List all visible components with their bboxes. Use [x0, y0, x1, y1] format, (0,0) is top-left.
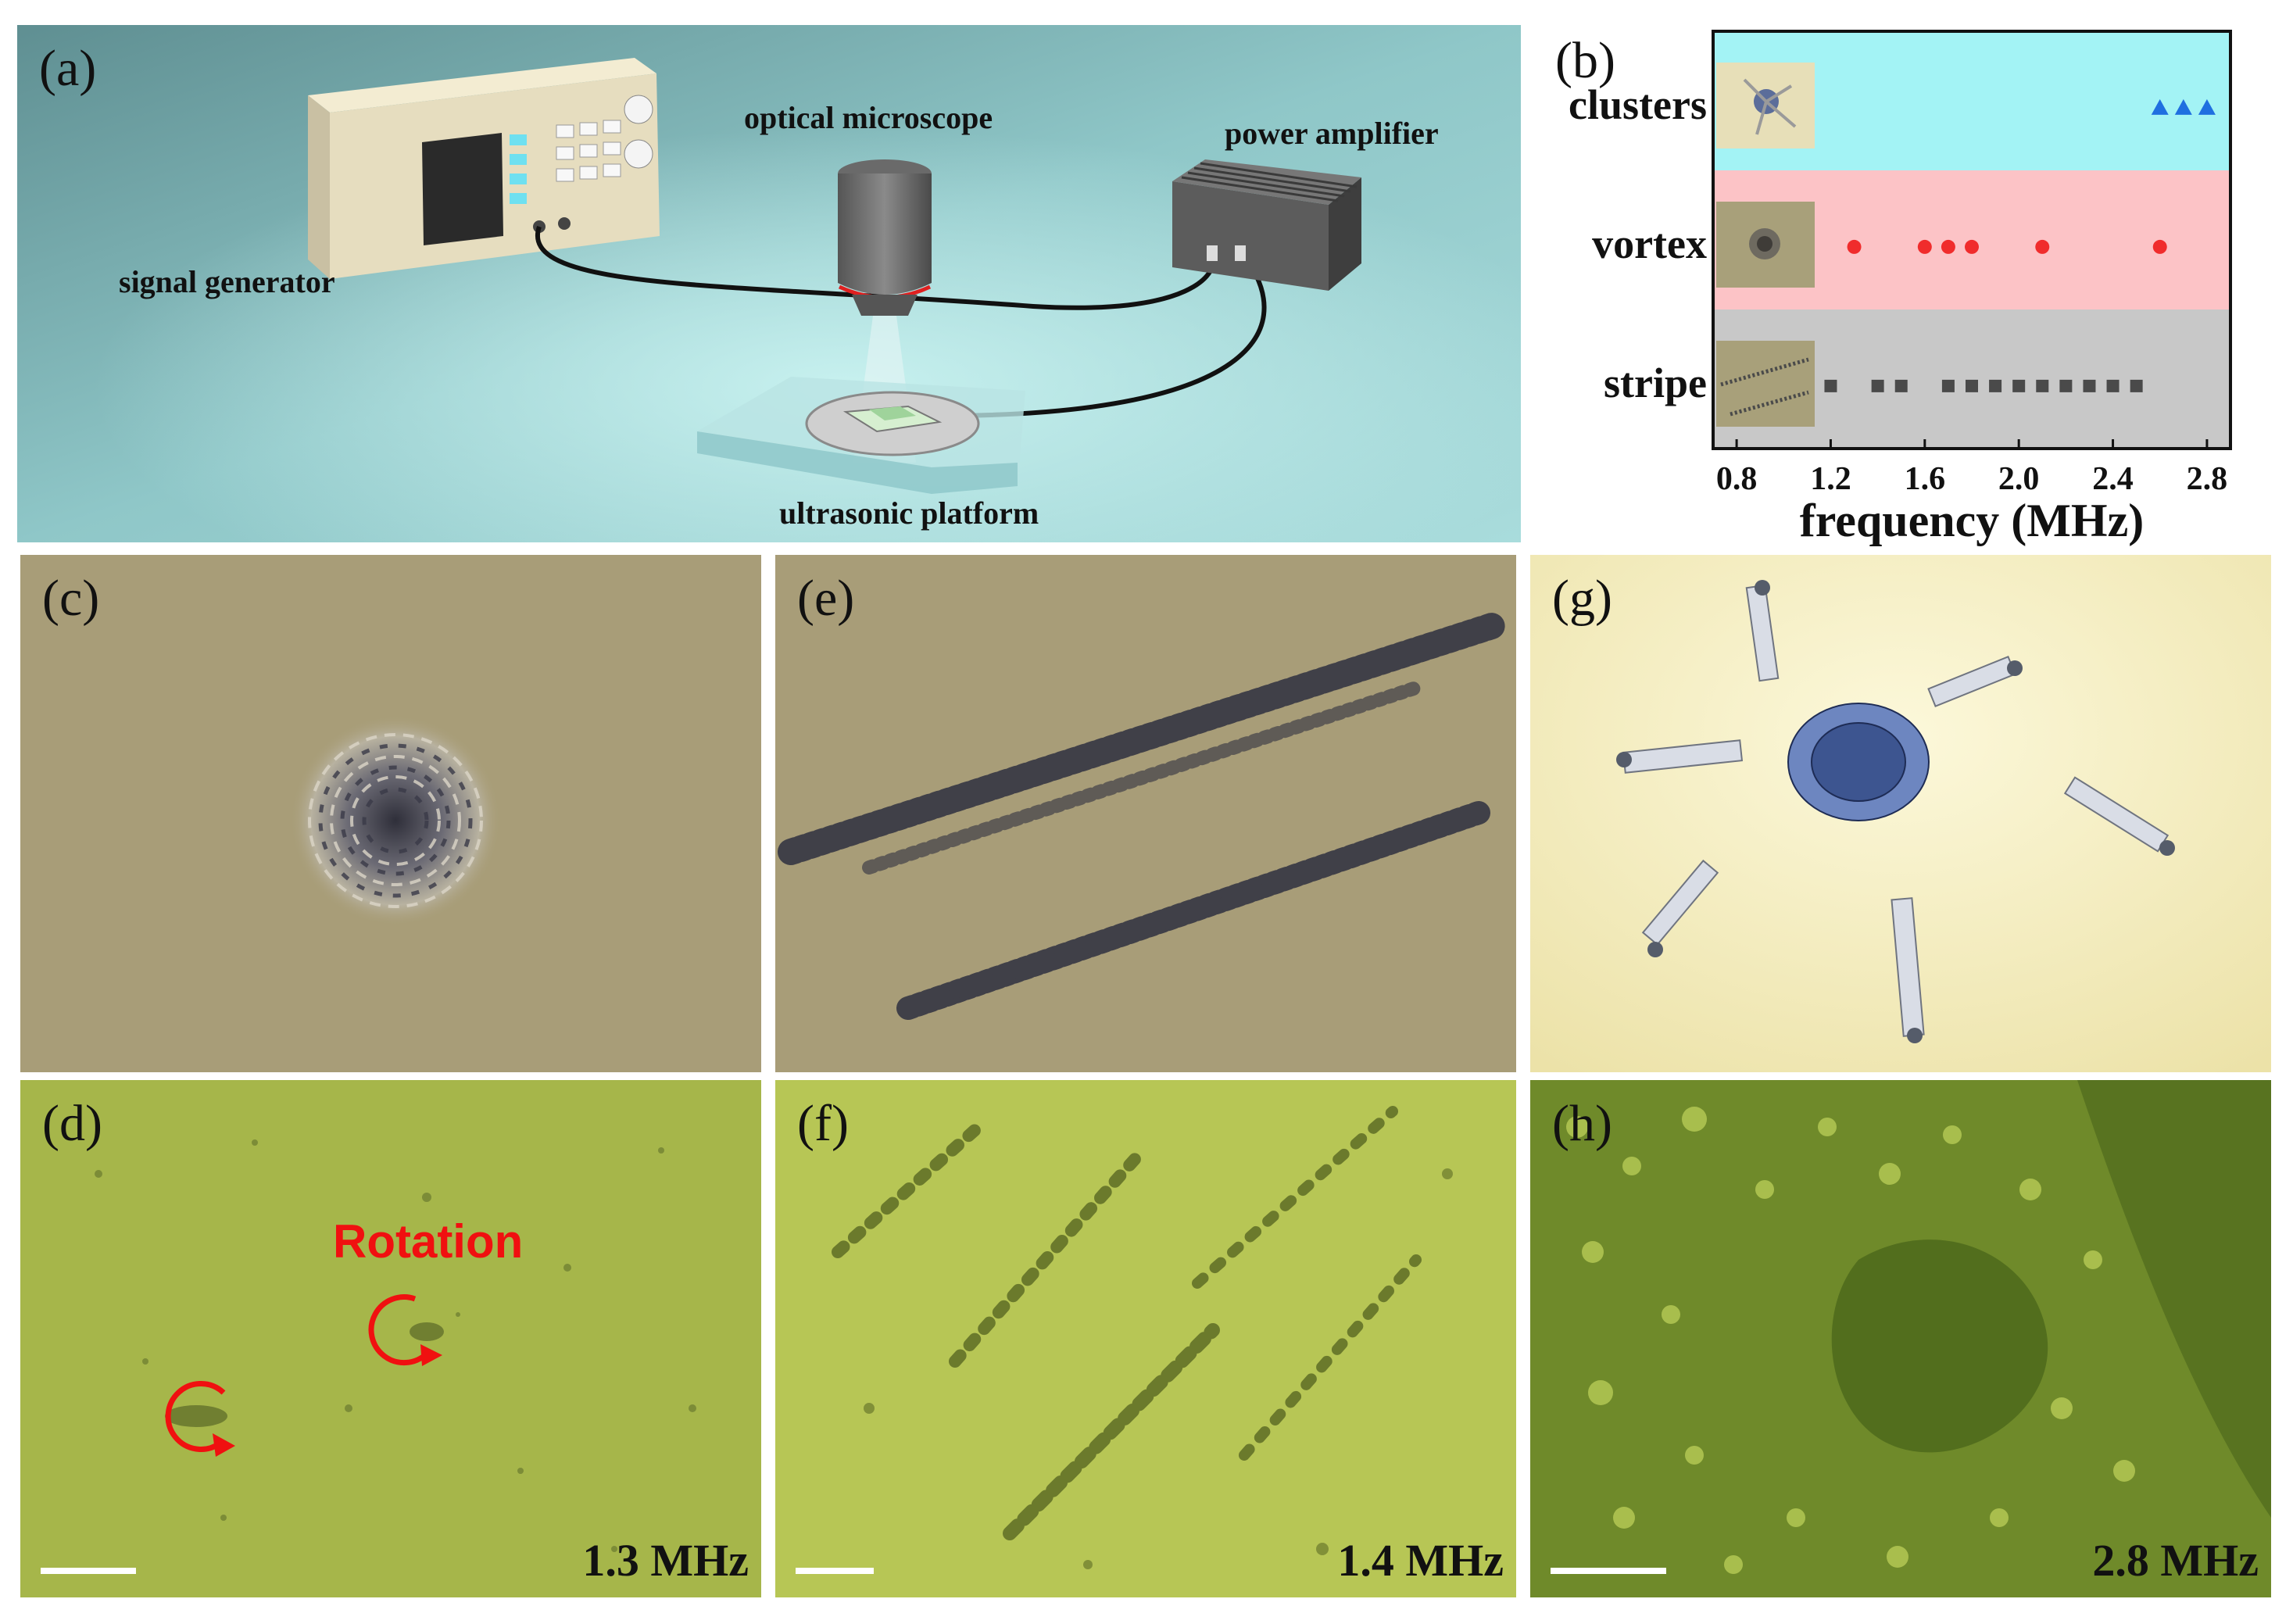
panel-label-c: (c): [42, 570, 100, 627]
thumbnail-vortex: [1716, 202, 1815, 288]
stripe-point-8: [2059, 379, 2073, 392]
signal-generator-label: signal generator: [119, 264, 335, 299]
x-tick-label-4: 2.4: [2092, 461, 2134, 497]
micrograph-h: [1566, 1080, 2271, 1574]
panel-label-h: (h): [1552, 1095, 1612, 1152]
panel-label-a: (a): [39, 40, 97, 97]
panel-d: (d) Rotation 1.3 MHz: [20, 1080, 761, 1597]
frequency-label-h: 2.8 MHz: [2092, 1535, 2259, 1586]
scale-bar: [41, 1568, 136, 1574]
stripe-render: [778, 612, 1508, 1020]
panel-b: 0.8 1.2 1.6 2.0 2.4 2.8 clusters vortex strip…: [1526, 17, 2293, 549]
stripe-point-11: [2130, 379, 2143, 392]
stripe-point-10: [2106, 379, 2120, 392]
clusters-point-1: [2174, 98, 2192, 115]
stripe-point-7: [2036, 379, 2049, 392]
stripe-point-4: [1966, 379, 1978, 392]
setup-illustration: signal generator optical microscope powe…: [17, 25, 1521, 542]
power-amplifier-label: power amplifier: [1225, 116, 1439, 151]
stripe-point-9: [2083, 379, 2096, 392]
micrograph-f: [832, 1106, 1453, 1569]
thumbnail-clusters: [1716, 63, 1815, 148]
optical-microscope-device: [838, 159, 932, 463]
clusters-point-0: [2151, 98, 2169, 115]
signal-generator-device: [308, 58, 660, 279]
optical-microscope-label: optical microscope: [744, 100, 993, 135]
rotation-annotation: Rotation: [333, 1215, 524, 1268]
panel-f: (f) 1.4 MHz: [775, 1080, 1516, 1597]
vortex-point-0: [1847, 239, 1862, 254]
stripe-point-6: [2012, 379, 2026, 392]
x-tick-label-5: 2.8: [2187, 461, 2228, 497]
panel-label-b: (b): [1555, 32, 1615, 89]
stripe-point-1: [1871, 379, 1884, 392]
category-label-clusters: clusters: [1569, 81, 1707, 128]
vortex-point-3: [1965, 239, 1979, 254]
panel-h: (h) 2.8 MHz: [1530, 1080, 2271, 1597]
scale-bar: [1551, 1568, 1666, 1574]
category-label-stripe: stripe: [1604, 359, 1707, 406]
stripe-point-3: [1941, 379, 1955, 392]
frequency-label-f: 1.4 MHz: [1337, 1535, 1504, 1586]
panel-g: (g): [1530, 555, 2271, 1072]
x-tick-label-2: 1.6: [1905, 461, 1946, 497]
vortex-render: [290, 715, 501, 926]
vortex-point-2: [1941, 239, 1955, 254]
panel-label-d: (d): [42, 1095, 102, 1152]
vortex-point-1: [1917, 239, 1932, 254]
stripe-point-5: [1989, 379, 2002, 392]
stripe-point-2: [1894, 379, 1908, 392]
x-tick-label-3: 2.0: [1998, 461, 2040, 497]
power-amplifier-device: [1172, 159, 1361, 291]
clusters-render: [1530, 555, 2271, 1072]
panel-label-g: (g): [1552, 570, 1612, 627]
rotation-arrow-icon: [165, 1294, 429, 1452]
clusters-point-2: [2198, 98, 2216, 115]
category-label-vortex: vortex: [1592, 220, 1707, 267]
x-tick-label-1: 1.2: [1810, 461, 1851, 497]
panel-e: (e): [775, 555, 1516, 1072]
ultrasonic-platform-label: ultrasonic platform: [779, 495, 1039, 531]
chart-frame: [1712, 30, 2232, 450]
panel-label-e: (e): [797, 570, 855, 627]
scale-bar: [796, 1568, 874, 1574]
frequency-label-d: 1.3 MHz: [582, 1535, 749, 1586]
frequency-chart: 0.8 1.2 1.6 2.0 2.4 2.8 clusters vortex strip…: [1569, 30, 2232, 546]
x-tick-label-0: 0.8: [1716, 461, 1758, 497]
micrograph-d: [95, 1139, 696, 1552]
thumbnail-stripe: [1716, 341, 1815, 427]
panel-label-f: (f): [797, 1095, 849, 1152]
x-axis-label: frequency (MHz): [1800, 495, 2144, 546]
ultrasonic-platform-device: [697, 377, 1025, 494]
panel-a: signal generator optical microscope powe…: [17, 25, 1521, 542]
vortex-point-4: [2035, 239, 2050, 254]
vortex-point-5: [2152, 239, 2167, 254]
panel-c: (c): [20, 555, 761, 1072]
stripe-point-0: [1824, 379, 1837, 392]
